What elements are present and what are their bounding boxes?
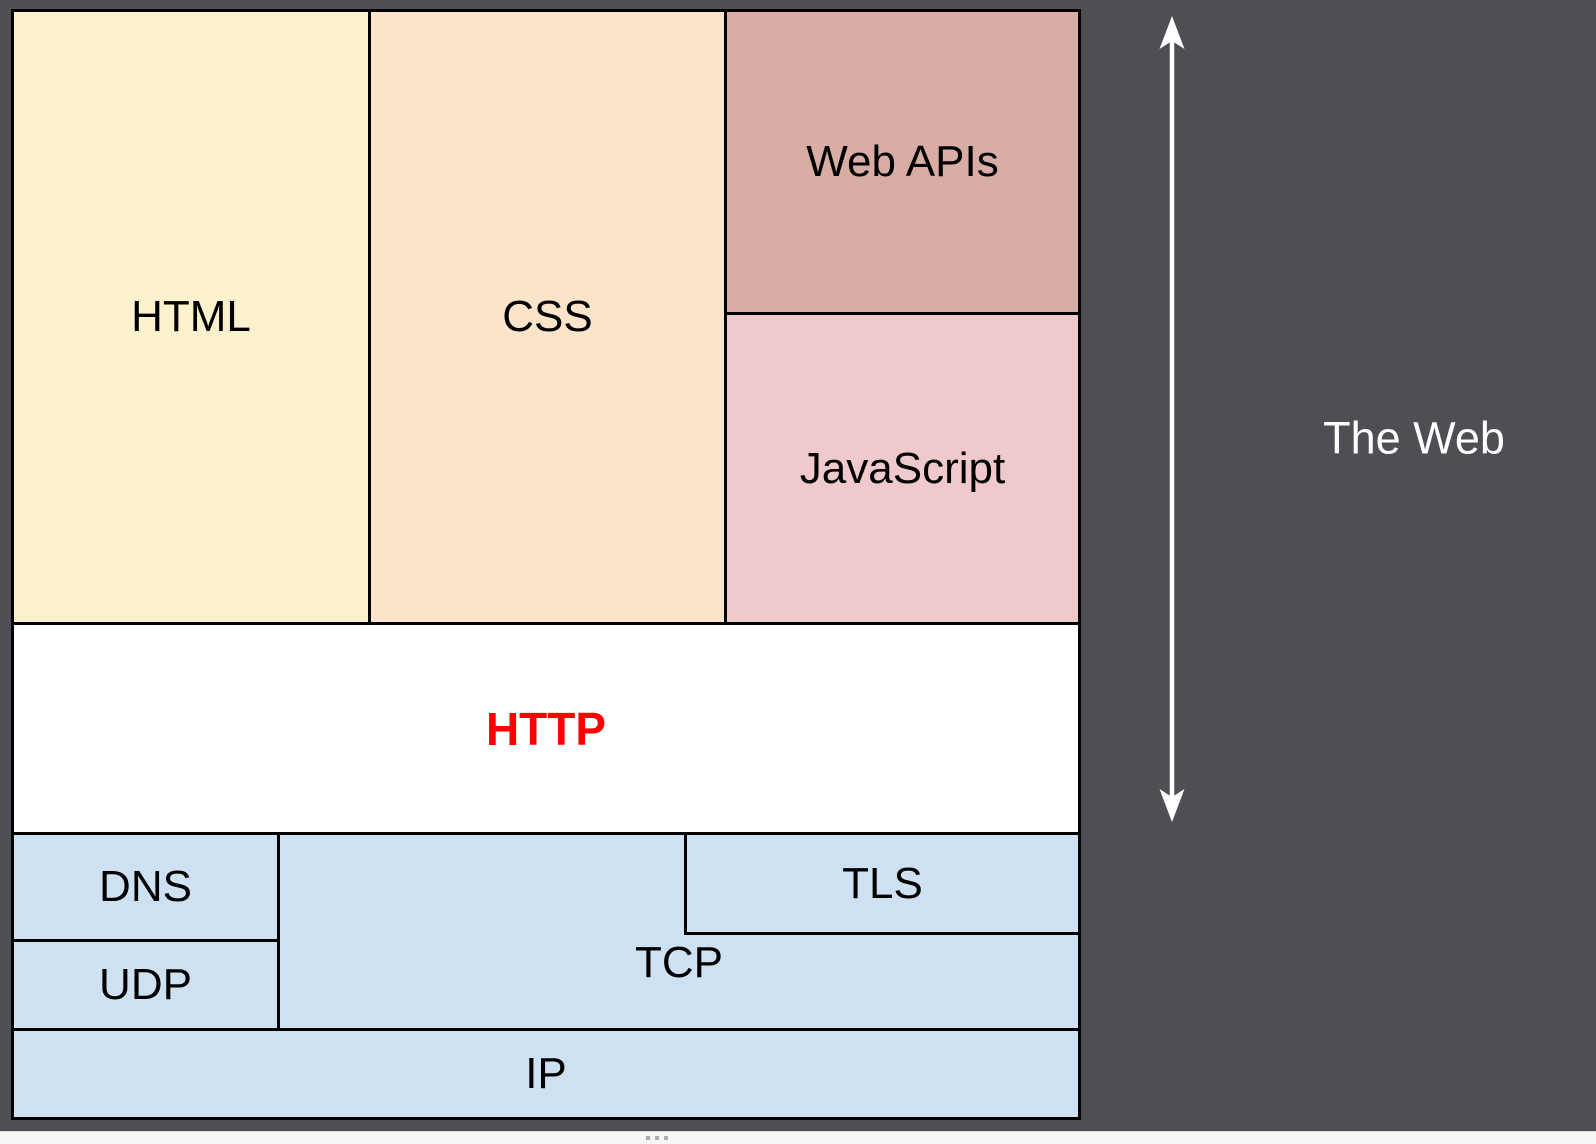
box-http: HTTP [11, 622, 1081, 835]
drag-dot [646, 1136, 650, 1140]
box-tcp-label: TCP [635, 938, 723, 987]
arrow-head-up-icon [1159, 16, 1185, 49]
arrow-head-down-icon [1159, 789, 1185, 822]
box-html-label: HTML [131, 292, 251, 341]
box-web-apis: Web APIs [724, 9, 1081, 315]
box-http-label: HTTP [485, 702, 607, 755]
box-udp-label: UDP [99, 960, 192, 1009]
box-javascript-label: JavaScript [799, 443, 1006, 493]
box-ip: IP [11, 1028, 1081, 1120]
box-udp: UDP [11, 939, 280, 1031]
box-web-apis-label: Web APIs [806, 137, 999, 186]
box-ip-label: IP [525, 1049, 567, 1098]
box-dns-label: DNS [99, 862, 192, 911]
box-css-label: CSS [502, 292, 593, 341]
box-tls: TLS [684, 832, 1081, 935]
box-javascript: JavaScript [724, 312, 1081, 625]
box-tls-label: TLS [842, 858, 923, 908]
box-css: CSS [368, 9, 727, 625]
notes-divider-bar [0, 1131, 1596, 1144]
box-html: HTML [11, 9, 371, 625]
drag-dot [664, 1136, 668, 1140]
box-dns: DNS [11, 832, 280, 942]
drag-dot [655, 1136, 659, 1140]
drag-dots-icon[interactable] [646, 1136, 668, 1140]
the-web-label: The Web [1323, 412, 1505, 464]
